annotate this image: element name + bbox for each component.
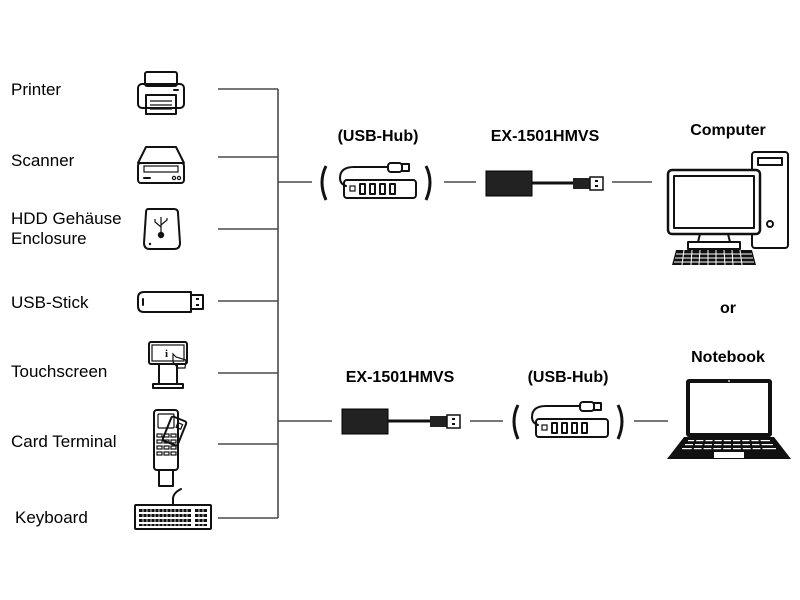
device-label-scanner: Scanner: [11, 151, 75, 170]
printer-icon: [137, 71, 185, 115]
notebook-label: Notebook: [691, 349, 765, 366]
device-label-touchscreen: Touchscreen: [11, 362, 108, 381]
hdd-enclosure-icon: [143, 208, 181, 250]
card-terminal-icon: [153, 409, 188, 487]
device-label-hdd-line1: HDD Gehäuse: [11, 209, 122, 228]
svg-text:i: i: [165, 348, 168, 360]
upper-adapter-ex-1501hmvs: [485, 170, 604, 197]
lower-usb-hub-icon: [512, 401, 624, 440]
lower-adapter-ex-1501hmvs: [341, 408, 461, 435]
connector-lines: [218, 88, 668, 519]
computer-icon: [666, 151, 789, 266]
lower-hub-label: (USB-Hub): [527, 369, 609, 386]
upper-usb-hub-icon: [320, 162, 432, 201]
usb-stick-icon: [137, 291, 204, 313]
device-label-keyboard: Keyboard: [15, 508, 88, 527]
device-label-card-terminal: Card Terminal: [11, 432, 117, 451]
upper-hub-label: (USB-Hub): [337, 128, 419, 145]
device-label-usb-stick: USB-Stick: [11, 293, 89, 312]
touchscreen-kiosk-icon: i: [148, 341, 188, 389]
device-label-hdd-line2: Enclosure: [11, 229, 87, 248]
notebook-icon: [667, 379, 791, 459]
computer-label: Computer: [690, 122, 766, 139]
or-label: or: [720, 300, 736, 317]
lower-adapter-label: EX-1501HMVS: [345, 369, 455, 386]
upper-adapter-label: EX-1501HMVS: [490, 128, 600, 145]
scanner-icon: [137, 146, 185, 184]
keyboard-icon: [134, 488, 212, 530]
device-label-printer: Printer: [11, 80, 62, 99]
